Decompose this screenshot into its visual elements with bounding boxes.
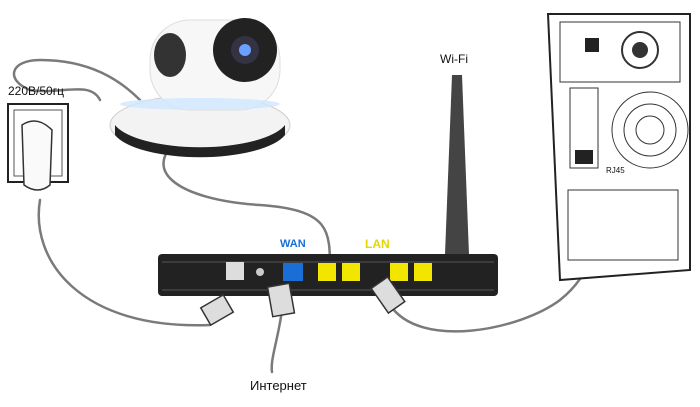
pc-tower [546,13,691,282]
camera-lan-cable [162,128,332,272]
lan-label: LAN [365,237,390,251]
internet-label: Интернет [250,378,307,393]
wan-label: WAN [280,238,306,250]
lan-ports [318,263,432,281]
ip-camera [109,18,291,158]
rj45-label: RJ45 [606,166,625,175]
camera-power-cable [12,58,142,102]
power-label: 220В/50гц [8,84,64,98]
internet-cable [270,308,284,374]
router [158,254,498,296]
adapter-cable [37,198,212,327]
wan-port [283,263,303,281]
power-adapter [7,103,69,191]
wifi-label: Wi-Fi [440,52,468,66]
